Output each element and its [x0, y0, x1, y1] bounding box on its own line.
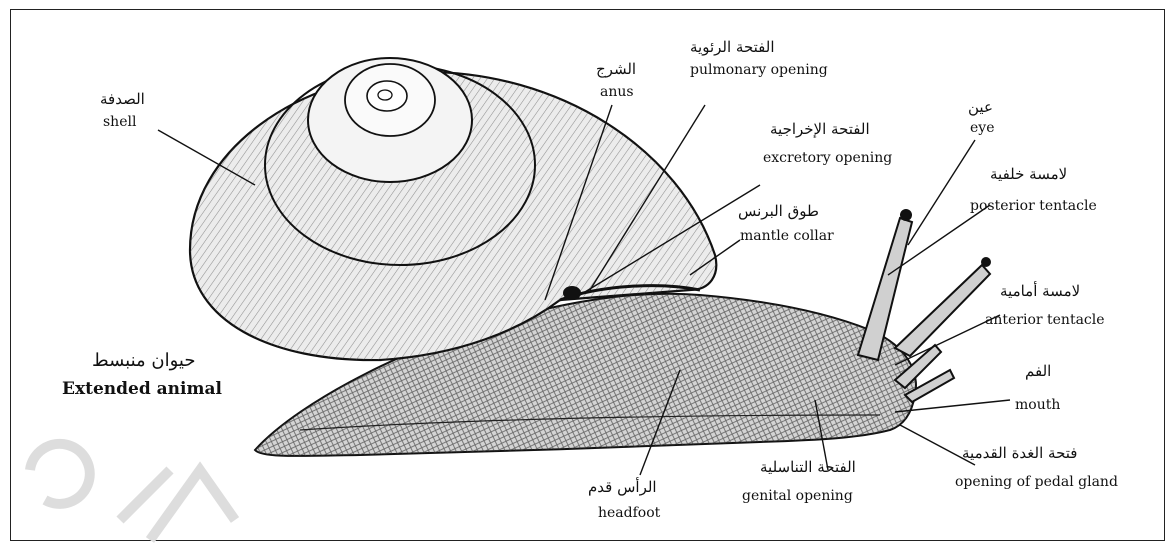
- mantle-collar-label-ar: طوق البرنس: [738, 202, 819, 220]
- pedal-gland-label-ar: فتحة الغدة القدمية: [962, 444, 1077, 462]
- anus-label-en: anus: [600, 84, 634, 100]
- mantle-collar-label-en: mantle collar: [740, 228, 834, 244]
- pedal-gland-label-en: opening of pedal gland: [955, 474, 1118, 490]
- posterior-tentacle-label-ar: لامسة خلفية: [990, 165, 1067, 183]
- anterior-tentacle-label-ar: لامسة أمامية: [1000, 282, 1080, 300]
- extended-animal-label-ar: حيوان منبسط: [92, 350, 195, 371]
- shell-label-ar: الصدفة: [100, 90, 145, 108]
- excretory-opening-label-ar: الفتحة الإخراجية: [770, 120, 870, 138]
- headfoot-label-en: headfoot: [598, 505, 660, 521]
- extended-animal-label-en: Extended animal: [62, 379, 222, 399]
- anterior-tentacle-label-en: anterior tentacle: [985, 312, 1105, 328]
- excretory-opening-label-en: excretory opening: [763, 150, 892, 166]
- genital-opening-label-en: genital opening: [742, 488, 853, 504]
- shell-label-en: shell: [103, 114, 136, 130]
- headfoot-label-ar: الرأس قدم: [588, 478, 657, 496]
- pulmonary-opening-label-ar: الفتحة الرئوية: [690, 38, 775, 56]
- posterior-tentacle-label-en: posterior tentacle: [970, 198, 1097, 214]
- mouth-label-en: mouth: [1015, 397, 1060, 413]
- genital-opening-label-ar: الفتحة التناسلية: [760, 458, 856, 476]
- eye-label-ar: عين: [968, 98, 993, 116]
- anus-label-ar: الشرج: [596, 60, 636, 78]
- eye-label-en: eye: [970, 120, 994, 136]
- mouth-label-ar: الفم: [1025, 362, 1051, 380]
- pulmonary-opening-label-en: pulmonary opening: [690, 62, 828, 78]
- watermark: [30, 444, 235, 540]
